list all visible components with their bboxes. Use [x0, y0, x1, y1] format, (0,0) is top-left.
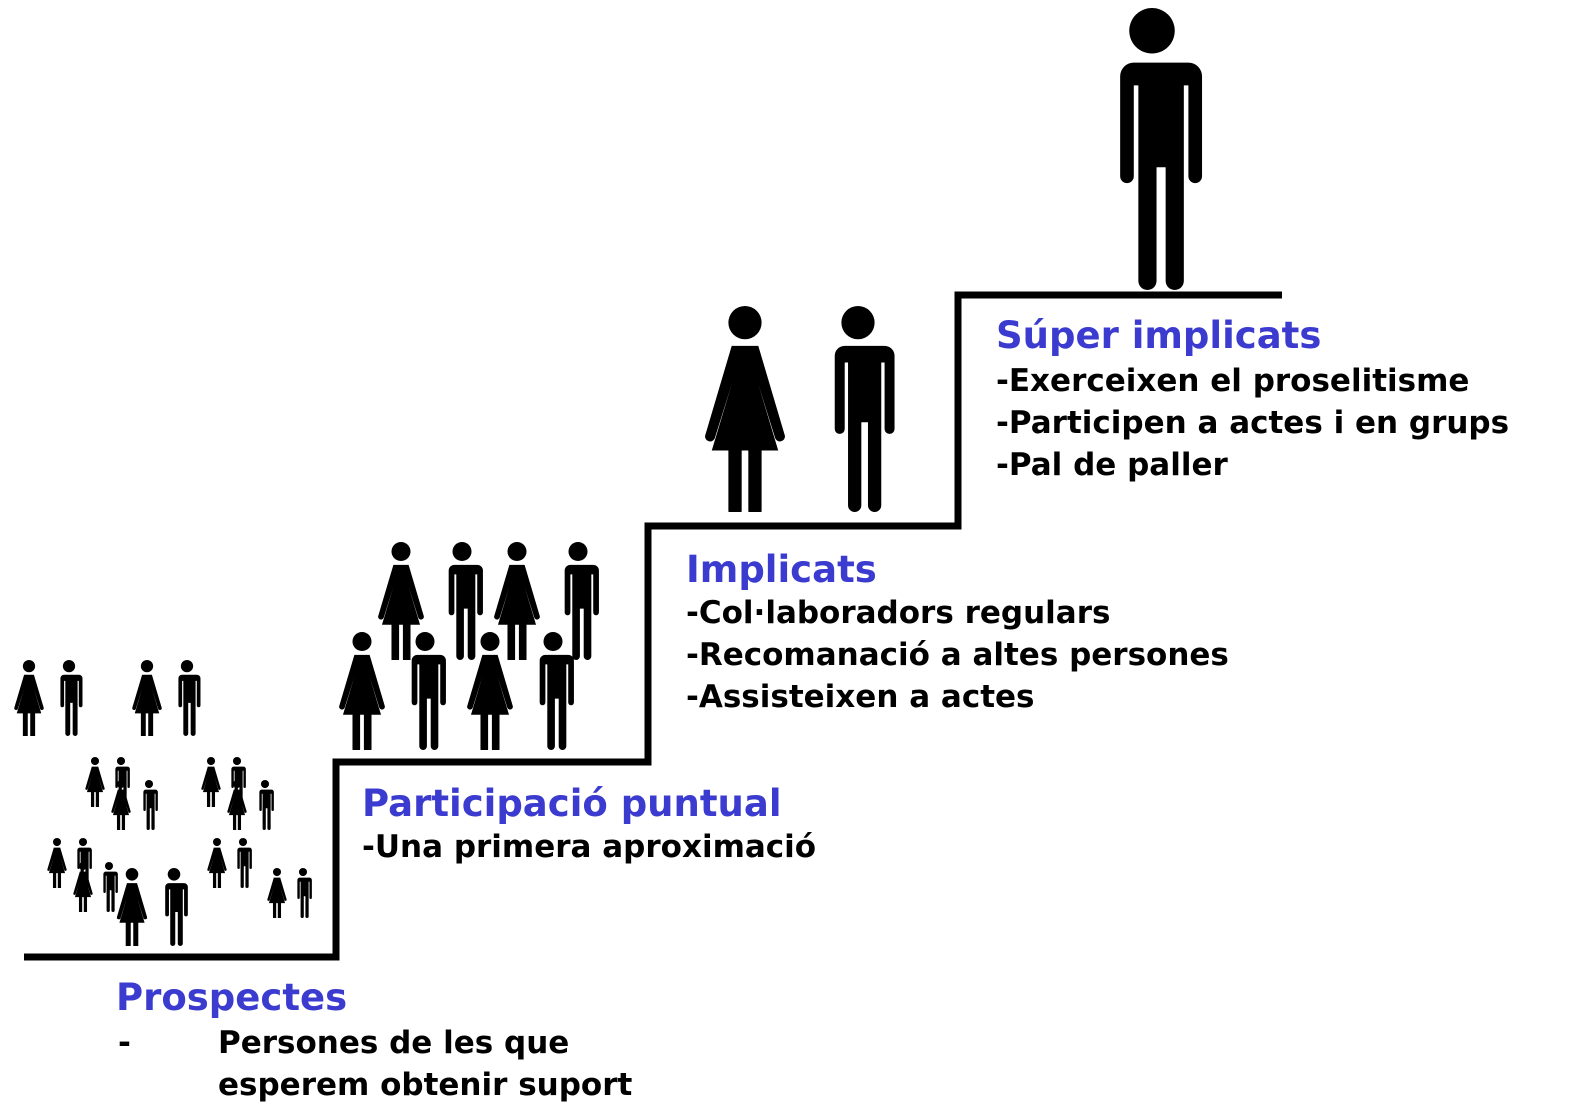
level-item: -Col·laboradors regulars — [686, 595, 1111, 631]
level-title-super-implicats: Súper implicats — [996, 314, 1322, 357]
level-title-prospectes: Prospectes — [116, 976, 348, 1019]
people-crowd-icon — [14, 660, 312, 946]
level-item: -Exerceixen el proselitisme — [996, 363, 1470, 399]
woman-man-pair-icon — [705, 306, 895, 512]
level-item-dash: - — [118, 1025, 131, 1061]
level-title-participacio: Participació puntual — [362, 782, 782, 825]
level-item: -Una primera aproximació — [362, 829, 817, 865]
level-item: -Assisteixen a actes — [686, 679, 1035, 715]
level-item-line1: Persones de les que — [218, 1025, 570, 1061]
level-item-line2: esperem obtenir suport — [218, 1067, 633, 1103]
level-item: -Recomanació a altes persones — [686, 637, 1229, 673]
man-icon — [1115, 8, 1203, 290]
level-title-implicats: Implicats — [686, 548, 877, 591]
level-item: -Pal de paller — [996, 447, 1228, 483]
people-group-icon — [339, 542, 599, 750]
level-item: -Participen a actes i en grups — [996, 405, 1510, 441]
stair-line — [24, 291, 1282, 961]
